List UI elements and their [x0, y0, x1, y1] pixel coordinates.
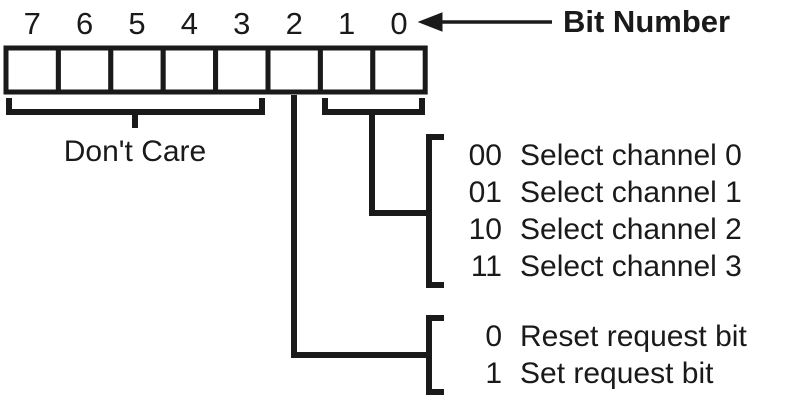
- bit-number-4: 4: [180, 6, 198, 41]
- request-legend-description: Set request bit: [520, 356, 714, 390]
- request-legend-code: 1: [485, 356, 502, 390]
- bit-number-2: 2: [285, 6, 303, 41]
- bit-number-0: 0: [390, 6, 408, 41]
- channel-legend-code: 00: [468, 138, 502, 172]
- request-legend-row: 1 Set request bit: [450, 355, 713, 392]
- bit-number-1: 1: [337, 6, 356, 41]
- bit-number-5: 5: [128, 6, 146, 41]
- channel-legend-description: Select channel 0: [520, 138, 742, 172]
- bit-number-7: 7: [23, 6, 41, 41]
- channel-legend-description: Select channel 1: [520, 175, 742, 209]
- bit-number-6: 6: [75, 6, 94, 41]
- dont-care-caption: Don't Care: [63, 135, 207, 168]
- channel-legend-code: 11: [470, 249, 502, 283]
- bit-number-arrow-icon: [417, 12, 552, 32]
- channel-legend-row: 01 Select channel 1: [450, 174, 742, 211]
- dont-care-bracket: [6, 98, 265, 128]
- channel-legend-description: Select channel 3: [520, 249, 742, 283]
- channel-legend-code: 01: [468, 175, 502, 209]
- register-grid: [3, 45, 428, 95]
- request-bit-connector: [291, 95, 428, 358]
- request-legend-row: 0 Reset request bit: [450, 318, 747, 355]
- channel-select-bracket: [322, 98, 428, 216]
- channel-legend-row: 10 Select channel 2: [450, 211, 742, 248]
- request-legend-bracket: [426, 315, 444, 395]
- channel-legend-description: Select channel 2: [520, 212, 742, 246]
- bit-number-3: 3: [233, 6, 251, 41]
- channel-legend-row: 11 Select channel 3: [450, 248, 742, 285]
- channel-legend-code: 10: [468, 212, 502, 246]
- diagram-title: Bit Number: [563, 4, 731, 39]
- channel-legend-bracket: [426, 134, 444, 288]
- request-legend-code: 0: [485, 319, 502, 353]
- channel-legend-row: 00 Select channel 0: [450, 137, 742, 174]
- request-legend-description: Reset request bit: [520, 319, 747, 353]
